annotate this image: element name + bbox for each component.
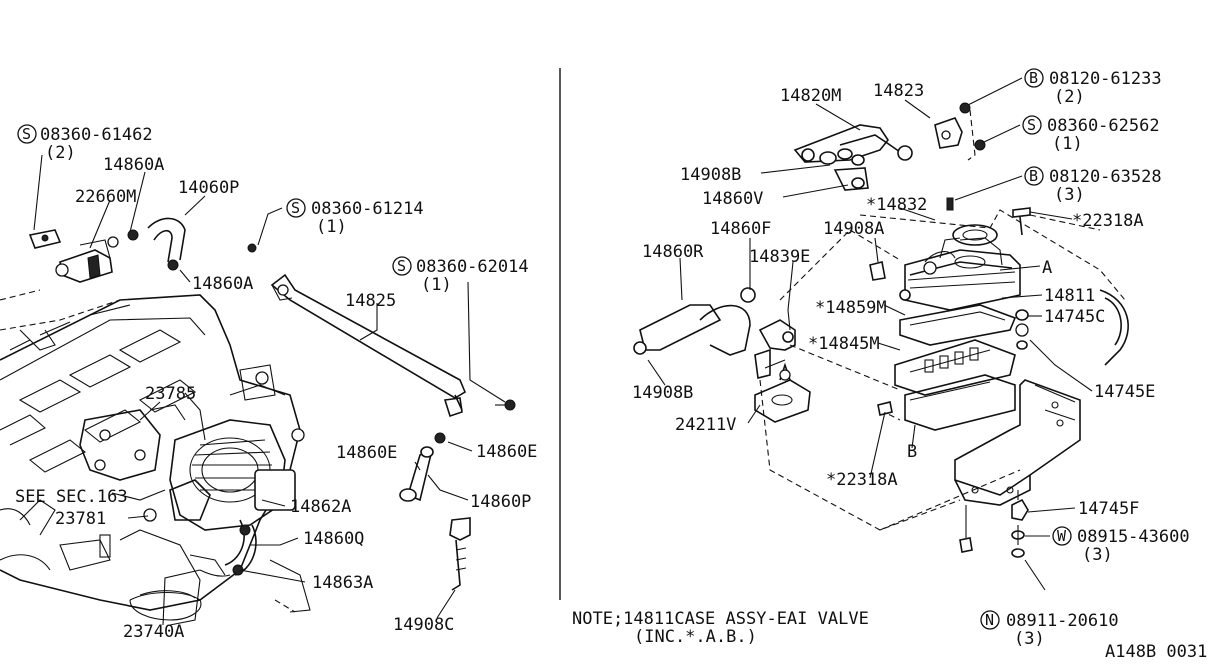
label-14820M: 14820M <box>780 86 841 106</box>
leader-lines-right <box>647 77 1093 591</box>
label-22660M: 22660M <box>75 187 136 207</box>
label-14908C: 14908C <box>393 615 454 635</box>
leader-lines-left <box>0 154 506 626</box>
marker-b-icon <box>1024 68 1044 88</box>
label-24211V: 24211V <box>675 415 736 435</box>
label-14862A: 14862A <box>290 497 351 517</box>
label-w-qty: (3) <box>1082 545 1113 565</box>
marker-s-icon <box>17 124 37 144</box>
marker-s-letter: S <box>397 257 406 275</box>
label-14860A-mid: 14860A <box>192 274 253 294</box>
label-14860E-b: 14860E <box>476 442 537 462</box>
label-23740A: 23740A <box>123 622 184 642</box>
label-14825: 14825 <box>345 291 396 311</box>
label-14859M: *14859M <box>815 298 887 318</box>
marker-n-letter: N <box>985 611 994 629</box>
label-b2-qty: (3) <box>1054 185 1085 205</box>
label-b1-qty: (2) <box>1054 87 1085 107</box>
label-22318A-a: *22318A <box>1072 211 1144 231</box>
label-14823: 14823 <box>873 81 924 101</box>
label-14832: *14832 <box>866 195 927 215</box>
label-14860A-top: 14860A <box>103 155 164 175</box>
label-ref-b: B <box>907 442 917 462</box>
label-14860P: 14860P <box>470 492 531 512</box>
label-14745E: 14745E <box>1094 382 1155 402</box>
marker-b-icon <box>1024 166 1044 186</box>
label-s4-qty: (1) <box>1052 134 1083 154</box>
label-s3-qty: (1) <box>421 275 452 295</box>
label-14811: 14811 <box>1044 286 1095 306</box>
label-14908B-a: 14908B <box>680 165 741 185</box>
marker-s-letter: S <box>1027 116 1036 134</box>
sensor-22660M-assembly <box>28 217 186 283</box>
label-14863A: 14863A <box>312 573 373 593</box>
label-b2-code: 08120-63528 <box>1049 167 1162 187</box>
marker-n-icon <box>980 610 1000 630</box>
label-b1-code: 08120-61233 <box>1049 69 1162 89</box>
label-s1-qty: (2) <box>45 143 76 163</box>
label-14908A: 14908A <box>823 219 884 239</box>
label-14908B-b: 14908B <box>632 383 693 403</box>
label-w-code: 08915-43600 <box>1077 527 1190 547</box>
label-s3-code: 08360-62014 <box>416 257 529 277</box>
marker-s-letter: S <box>291 199 300 217</box>
label-14860R: 14860R <box>642 242 704 262</box>
label-s4-code: 08360-62562 <box>1047 116 1160 136</box>
label-s1-code: 08360-61462 <box>40 125 153 145</box>
diagram-reference-code: A148B 0031 <box>1105 642 1207 662</box>
label-14860Q: 14860Q <box>303 529 364 549</box>
note-line-2: (INC.*.A.B.) <box>634 627 757 647</box>
label-14060P: 14060P <box>178 178 239 198</box>
marker-w-letter: W <box>1057 527 1067 545</box>
label-14745C: 14745C <box>1044 307 1105 327</box>
label-22318A-b: *22318A <box>826 470 898 490</box>
label-14860E-a: 14860E <box>336 443 397 463</box>
label-n-qty: (3) <box>1014 629 1045 649</box>
label-s2-code: 08360-61214 <box>311 199 424 219</box>
eai-valve-drawing <box>633 102 1129 558</box>
label-14839E: 14839E <box>749 247 810 267</box>
label-14860V: 14860V <box>702 189 763 209</box>
labels-right: 14820M 14823 B 08120-61233 (2) S 08360-6… <box>632 68 1190 649</box>
air-pipe-14825 <box>247 243 516 591</box>
labels-left: S 08360-61462 (2) 14860A 22660M 14060P S… <box>15 124 537 642</box>
label-s2-qty: (1) <box>316 217 347 237</box>
label-23785: 23785 <box>145 384 196 404</box>
label-14745F: 14745F <box>1078 499 1139 519</box>
marker-b-letter: B <box>1029 167 1038 185</box>
label-n-code: 08911-20610 <box>1006 611 1119 631</box>
label-14845M: *14845M <box>808 334 880 354</box>
marker-s-icon <box>286 198 306 218</box>
label-14860F: 14860F <box>710 219 771 239</box>
marker-s-icon <box>1022 115 1042 135</box>
marker-s-icon <box>392 256 412 276</box>
note-line-1: NOTE;14811CASE ASSY-EAI VALVE <box>572 609 869 629</box>
marker-w-icon <box>1052 526 1072 546</box>
marker-s-letter: S <box>22 125 31 143</box>
marker-b-letter: B <box>1029 69 1038 87</box>
label-see-sec: SEE SEC.163 <box>15 487 128 507</box>
label-ref-a: A <box>1042 258 1052 278</box>
label-23781: 23781 <box>55 509 106 529</box>
engine-intake-manifold-drawing <box>0 294 311 626</box>
